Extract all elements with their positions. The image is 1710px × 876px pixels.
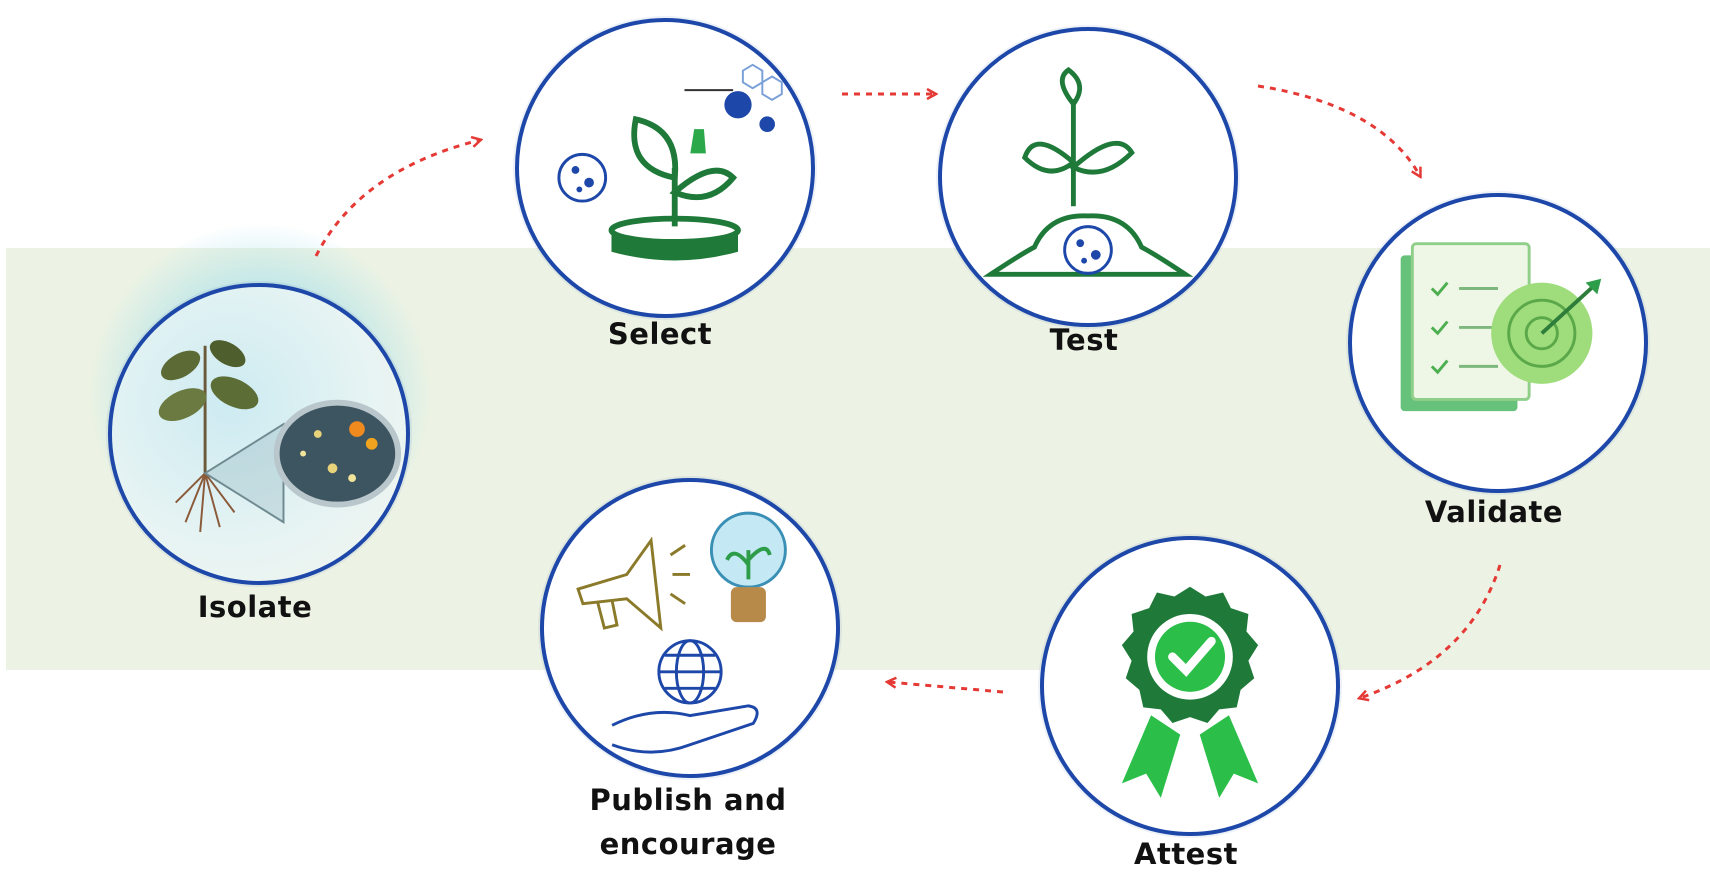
arrow-attest-to-publish bbox=[888, 682, 1004, 694]
attest-label: Attest bbox=[1134, 837, 1238, 871]
sprout-soil-icon bbox=[982, 66, 1194, 277]
publish-circle bbox=[540, 478, 840, 778]
validate-label: Validate bbox=[1424, 495, 1564, 529]
arrow-test-to-validate bbox=[1257, 84, 1420, 176]
isolate-label: Isolate bbox=[197, 590, 313, 624]
select-circle bbox=[515, 18, 815, 318]
publish-label-line2: encourage bbox=[599, 827, 777, 861]
select-label: Select bbox=[607, 317, 713, 351]
arrow-isolate-to-select bbox=[314, 140, 480, 257]
publish-label-line1: Publish and bbox=[589, 783, 787, 817]
attest-circle bbox=[1040, 536, 1340, 836]
validate-circle bbox=[1348, 193, 1648, 493]
award-badge-icon bbox=[1121, 586, 1259, 798]
arrow-validate-to-attest bbox=[1360, 564, 1502, 698]
test-label: Test bbox=[1049, 323, 1119, 357]
isolate-circle bbox=[108, 283, 410, 585]
test-circle bbox=[938, 27, 1238, 327]
plant-petri-dish-icon bbox=[158, 340, 402, 533]
plant-dish-lab-icon bbox=[557, 63, 783, 261]
megaphone-bulb-globe-icon bbox=[576, 511, 787, 754]
checklist-target-icon bbox=[1400, 242, 1602, 412]
